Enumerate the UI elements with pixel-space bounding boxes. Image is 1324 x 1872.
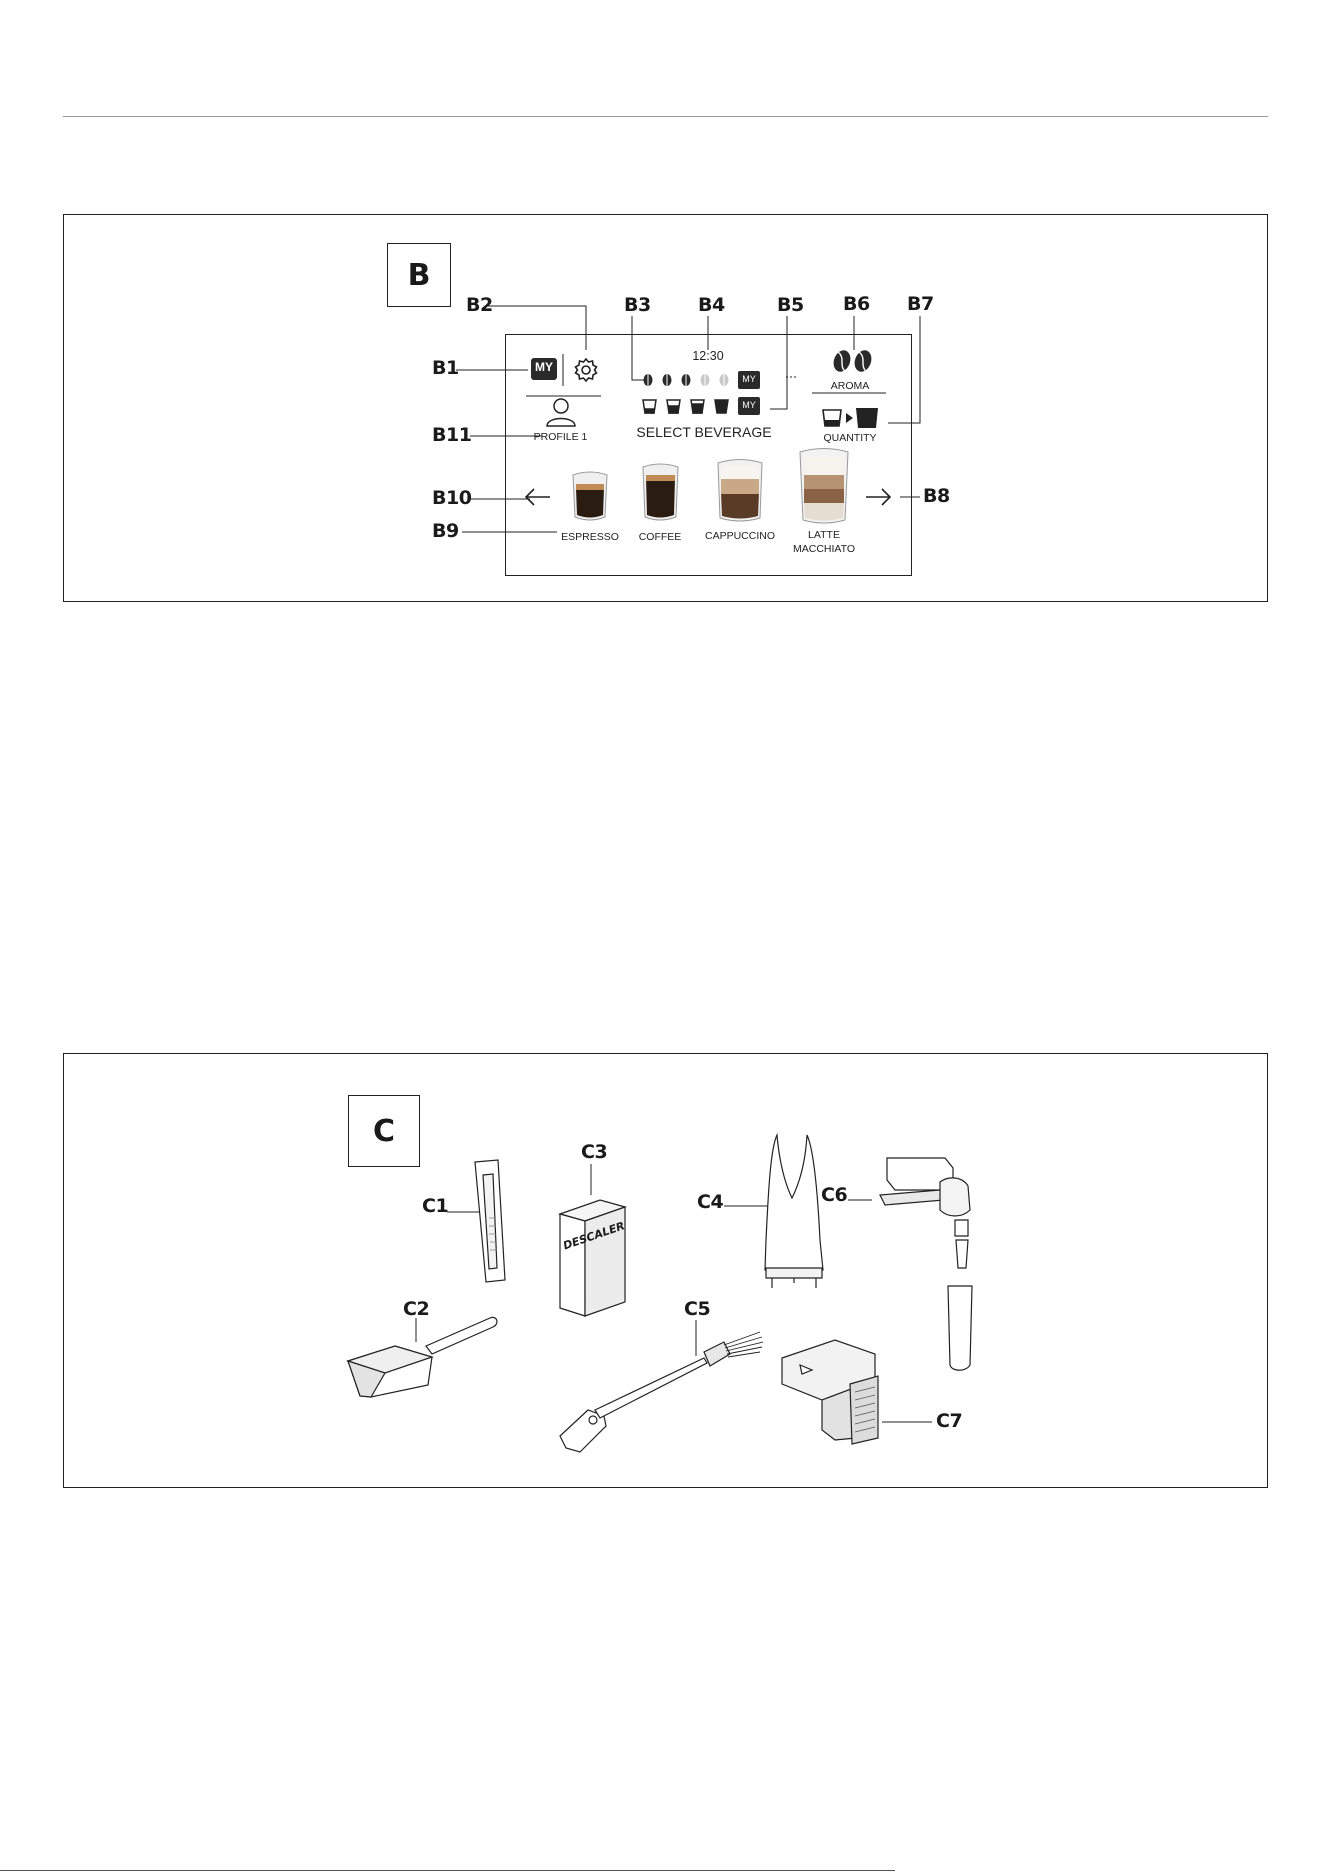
aroma-label: AROMA <box>820 380 880 392</box>
status-message: SELECT BEVERAGE <box>634 424 774 440</box>
my-badge-label: MY <box>531 360 557 374</box>
clock-time: 12:30 <box>688 349 728 363</box>
arrow-right-icon <box>866 489 890 505</box>
beverage-latte-label-line1: LATTE <box>784 529 864 542</box>
beverage-espresso-label: ESPRESSO <box>555 531 625 544</box>
arrow-left-icon <box>526 489 550 505</box>
hot-water-spout-icon <box>782 1340 878 1444</box>
my-quantity-label: MY <box>738 400 760 410</box>
cleaning-brush-icon <box>560 1332 763 1452</box>
beverage-coffee-label: COFFEE <box>625 531 695 544</box>
my-intensity-label: MY <box>738 374 760 384</box>
quantity-cups-icon <box>643 400 728 413</box>
cleaning-tool-icon <box>765 1135 823 1288</box>
milk-connector-icon <box>880 1158 972 1370</box>
beverage-cappuccino-label: CAPPUCCINO <box>700 530 780 543</box>
leader-b7 <box>888 316 920 423</box>
coffee-glass-icon <box>643 464 678 520</box>
leader-b2 <box>488 306 586 350</box>
cappuccino-glass-icon <box>718 460 762 522</box>
bottom-rule <box>0 1870 895 1871</box>
beverage-latte-label-line2: MACCHIATO <box>784 543 864 556</box>
profile-icon <box>547 399 575 426</box>
quantity-label: QUANTITY <box>815 432 885 444</box>
aroma-beans-icon <box>831 348 875 374</box>
section-b-drawing <box>0 0 1324 640</box>
espresso-glass-icon <box>573 472 607 520</box>
profile-label: PROFILE 1 <box>528 431 593 443</box>
gear-icon <box>576 359 597 381</box>
section-c-drawing <box>0 1040 1324 1500</box>
leader-b5 <box>770 316 787 409</box>
leader-b3 <box>632 316 645 380</box>
intensity-beans-icon <box>644 374 729 386</box>
latte-macchiato-glass-icon <box>800 449 848 524</box>
descaler-box-icon <box>560 1200 625 1316</box>
test-strip-icon <box>475 1160 505 1282</box>
coffee-measure-icon <box>348 1317 497 1397</box>
quantity-change-icon <box>823 408 878 428</box>
